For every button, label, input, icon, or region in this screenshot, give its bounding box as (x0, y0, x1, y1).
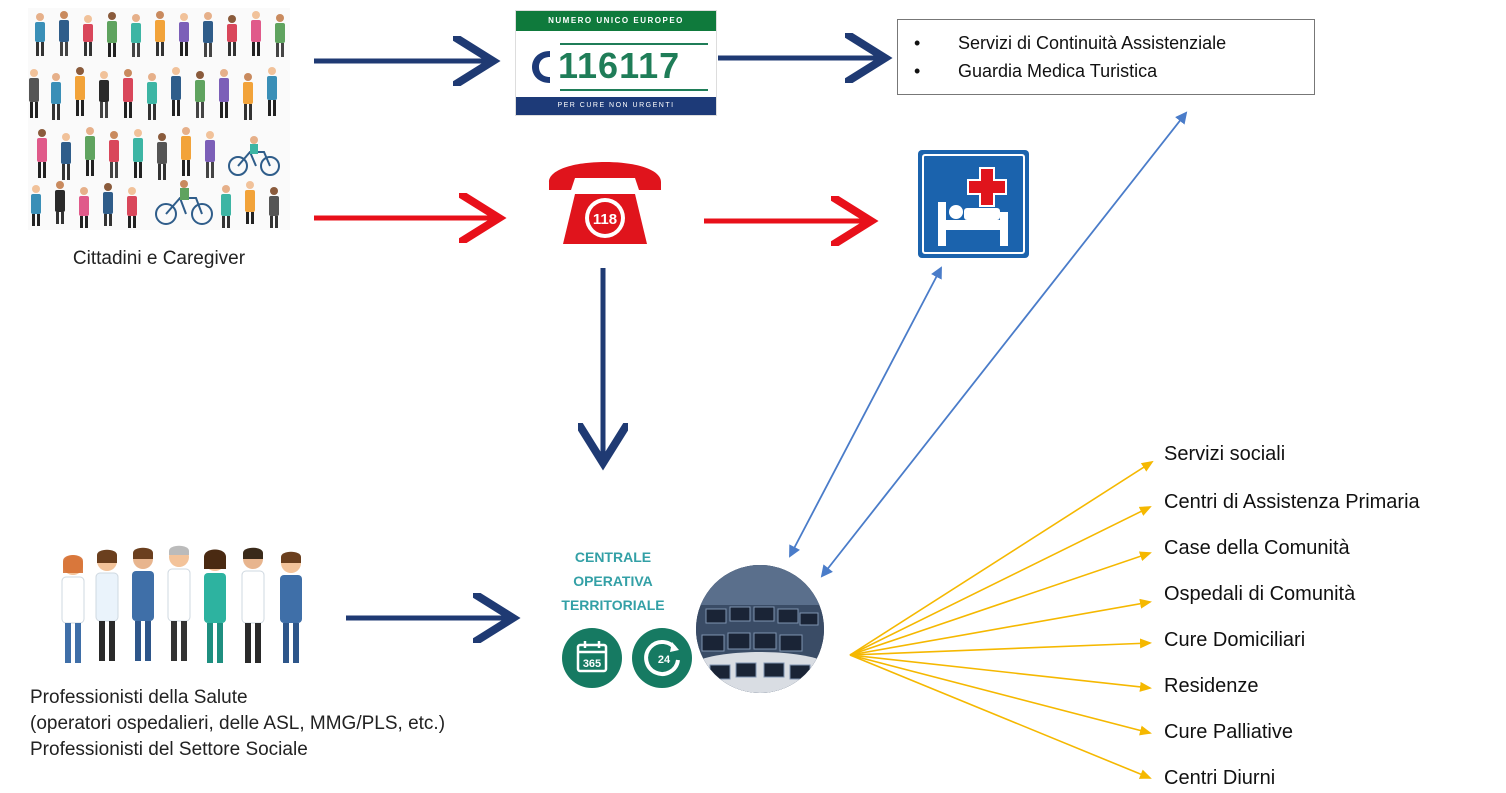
arrow-to-dest-1 (849, 506, 1152, 656)
centrale-operativa-label: CENTRALE OPERATIVA TERRITORIALE (548, 545, 678, 617)
bullet-icon: • (914, 33, 921, 53)
arrow-to-dest-2 (849, 551, 1152, 656)
arrow-to-dest-3 (849, 598, 1152, 656)
professionals-line-1: Professionisti della Salute (30, 687, 248, 708)
arrow-to-dest-7 (849, 654, 1152, 779)
destination-residenze: Residenze (1164, 675, 1259, 697)
clock-24-badge: 24 (632, 628, 692, 688)
destination-cure-domiciliari: Cure Domiciliari (1164, 629, 1306, 651)
control-room-monitors-icon (696, 565, 824, 693)
destination-centri-assistenza-primaria: Centri di Assistenza Primaria (1164, 491, 1420, 513)
centrale-line-2: OPERATIVA (573, 573, 653, 589)
destination-servizi-sociali: Servizi sociali (1164, 443, 1286, 465)
citizens-caregiver-label: Cittadini e Caregiver (72, 248, 246, 269)
professionals-line-2: (operatori ospedalieri, delle ASL, MMG/P… (30, 713, 446, 734)
professionals-label: Professionisti della Salute (operatori o… (30, 685, 445, 763)
control-room-photo (696, 565, 824, 693)
red-telephone-icon: 118 (549, 162, 661, 244)
crowd-people-icon (28, 8, 290, 230)
hospital-sign (918, 150, 1029, 258)
arrow-to-dest-0 (849, 460, 1154, 656)
arrow-centrale-services (820, 111, 1188, 578)
health-professionals-illustration (50, 545, 340, 670)
phone-118: 118 (543, 160, 667, 246)
service-item: •Servizi di Continuità Assistenziale (898, 29, 1314, 57)
services-list: •Servizi di Continuità Assistenziale •Gu… (898, 29, 1314, 85)
clock-24-text: 24 (658, 654, 671, 666)
clock-24h-icon: 24 (644, 639, 680, 676)
centrale-line-1: CENTRALE (574, 549, 652, 565)
arrow-to-dest-5 (849, 654, 1152, 692)
yellow-fan (849, 460, 1154, 779)
destination-centri-diurni: Centri Diurni (1164, 767, 1276, 789)
doctors-nurses-icon (61, 545, 302, 663)
logo-116117-number: 116117 (558, 45, 681, 86)
calendar-365-text: 365 (583, 658, 601, 670)
arrow-to-dest-4 (849, 638, 1152, 656)
phone-118-number: 118 (593, 211, 617, 228)
logo-116117: NUMERO UNICO EUROPEO 116117 PER CURE NON… (515, 10, 717, 116)
service-item: •Guardia Medica Turistica (898, 57, 1314, 85)
citizens-crowd-illustration (28, 8, 290, 230)
arrow-centrale-hospital (789, 266, 942, 558)
arrow-to-dest-6 (849, 654, 1152, 736)
logo-116117-bottom-band: PER CURE NON URGENTI (516, 97, 716, 115)
handset-icon (532, 51, 550, 83)
destination-case-comunita: Case della Comunità (1164, 537, 1350, 559)
destination-cure-palliative: Cure Palliative (1164, 721, 1293, 743)
continuity-services-box: •Servizi di Continuità Assistenziale •Gu… (897, 19, 1315, 95)
calendar-365-badge: 365 (562, 628, 622, 688)
centrale-line-3: TERRITORIALE (561, 597, 665, 613)
logo-116117-top-band: NUMERO UNICO EUROPEO (516, 11, 716, 31)
hospital-bed-icon (938, 167, 1008, 246)
calendar-icon: 365 (576, 641, 608, 673)
professionals-line-3: Professionisti del Settore Sociale (30, 739, 308, 760)
destination-ospedali-comunita: Ospedali di Comunità (1164, 583, 1356, 605)
bullet-icon: • (914, 61, 921, 81)
